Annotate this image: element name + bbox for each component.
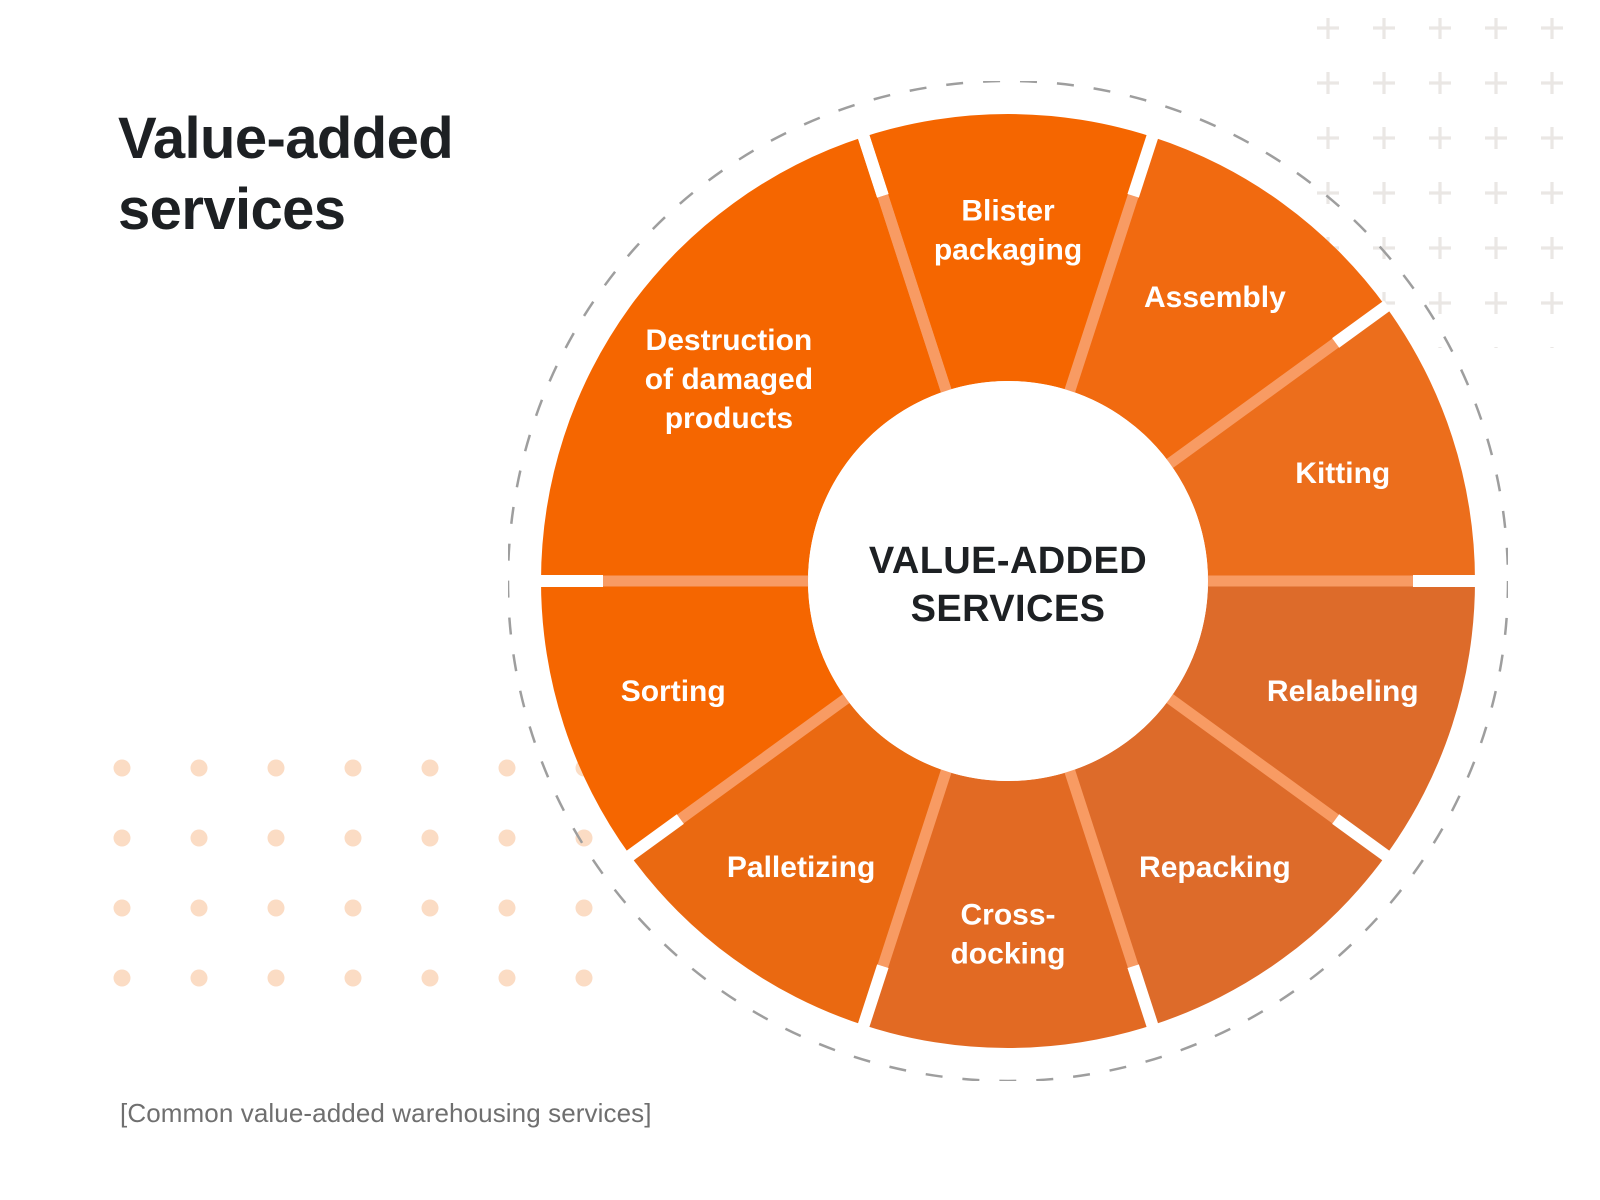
plus-icon bbox=[1373, 18, 1395, 39]
wheel-segment-sorting[interactable] bbox=[541, 581, 847, 856]
dot-icon bbox=[344, 829, 362, 847]
page-title: Value-added services bbox=[118, 104, 558, 246]
dot-icon bbox=[113, 969, 131, 987]
segment-label-palletizing: Palletizing bbox=[727, 851, 875, 884]
segment-label-sorting: Sorting bbox=[621, 675, 726, 708]
segment-label-cross-docking: Cross-docking bbox=[950, 899, 1065, 971]
sector-divider-inner bbox=[1164, 692, 1339, 824]
sector-divider-outer bbox=[1127, 964, 1159, 1029]
page-title-line-2: services bbox=[118, 176, 346, 242]
plus-icon bbox=[1550, 347, 1554, 348]
dot-icon bbox=[267, 969, 285, 987]
sector-divider-outer bbox=[1332, 814, 1391, 862]
segment-label-relabeling: Relabeling bbox=[1267, 675, 1419, 708]
sector-divider-inner bbox=[877, 767, 953, 968]
sector-divider-outer bbox=[1127, 133, 1159, 198]
dot-icon bbox=[421, 829, 439, 847]
plus-icon bbox=[1429, 18, 1451, 39]
wheel-segment-repacking[interactable] bbox=[1069, 698, 1386, 1026]
dot-icon bbox=[190, 969, 208, 987]
dot-icon bbox=[113, 759, 131, 777]
wheel-segment-assembly[interactable] bbox=[1069, 136, 1386, 464]
dot-icon bbox=[113, 899, 131, 917]
hub-circle bbox=[808, 381, 1208, 781]
dot-icon bbox=[190, 759, 208, 777]
plus-icon bbox=[1541, 182, 1563, 204]
hub-label-line-1: VALUE-ADDED bbox=[869, 540, 1147, 582]
sector-divider-inner bbox=[677, 692, 852, 824]
dot-icon bbox=[267, 829, 285, 847]
dot-icon bbox=[344, 759, 362, 777]
sector-divider-group bbox=[539, 133, 1477, 1029]
page-title-line-1: Value-added bbox=[118, 106, 454, 171]
dot-icon bbox=[421, 759, 439, 777]
dot-icon bbox=[421, 969, 439, 987]
plus-icon bbox=[1485, 18, 1507, 39]
dot-icon bbox=[190, 829, 208, 847]
dot-icon bbox=[113, 829, 131, 847]
sector-divider-inner bbox=[1063, 767, 1139, 968]
hub-label-line-2: SERVICES bbox=[911, 588, 1106, 630]
dot-icon bbox=[344, 969, 362, 987]
plus-icon bbox=[1541, 292, 1563, 314]
wheel-segment-kitting[interactable] bbox=[1169, 306, 1475, 581]
plus-icon bbox=[1541, 18, 1563, 39]
plus-icon bbox=[1541, 127, 1563, 149]
sector-divider-outer bbox=[857, 133, 889, 198]
wheel-segment-blister-packaging[interactable] bbox=[863, 114, 1153, 391]
plus-icon bbox=[1541, 72, 1563, 94]
dot-icon bbox=[267, 899, 285, 917]
sector-divider-outer bbox=[857, 964, 889, 1029]
sector-divider-inner bbox=[877, 194, 953, 395]
sector-divider-inner bbox=[1164, 338, 1339, 470]
wheel-segment-cross-docking[interactable] bbox=[863, 771, 1153, 1048]
figure-caption: [Common value-added warehousing services… bbox=[120, 1098, 652, 1128]
plus-icon bbox=[1541, 237, 1563, 259]
segment-label-assembly: Assembly bbox=[1144, 281, 1286, 314]
segment-label-repacking: Repacking bbox=[1139, 851, 1291, 884]
sector-divider-inner bbox=[1063, 194, 1139, 395]
segment-label-kitting: Kitting bbox=[1295, 457, 1390, 490]
plus-icon bbox=[1317, 18, 1339, 39]
wheel-segment-destruction-of-damaged-products[interactable] bbox=[541, 136, 947, 581]
sector-group bbox=[541, 114, 1475, 1048]
dot-icon bbox=[344, 899, 362, 917]
sector-divider-outer bbox=[625, 814, 684, 862]
wheel-segment-relabeling[interactable] bbox=[1169, 581, 1475, 856]
wheel-segment-palletizing[interactable] bbox=[630, 698, 947, 1026]
dot-icon bbox=[190, 899, 208, 917]
dot-icon bbox=[267, 759, 285, 777]
dot-icon bbox=[421, 899, 439, 917]
sector-divider-outer bbox=[1332, 300, 1391, 348]
